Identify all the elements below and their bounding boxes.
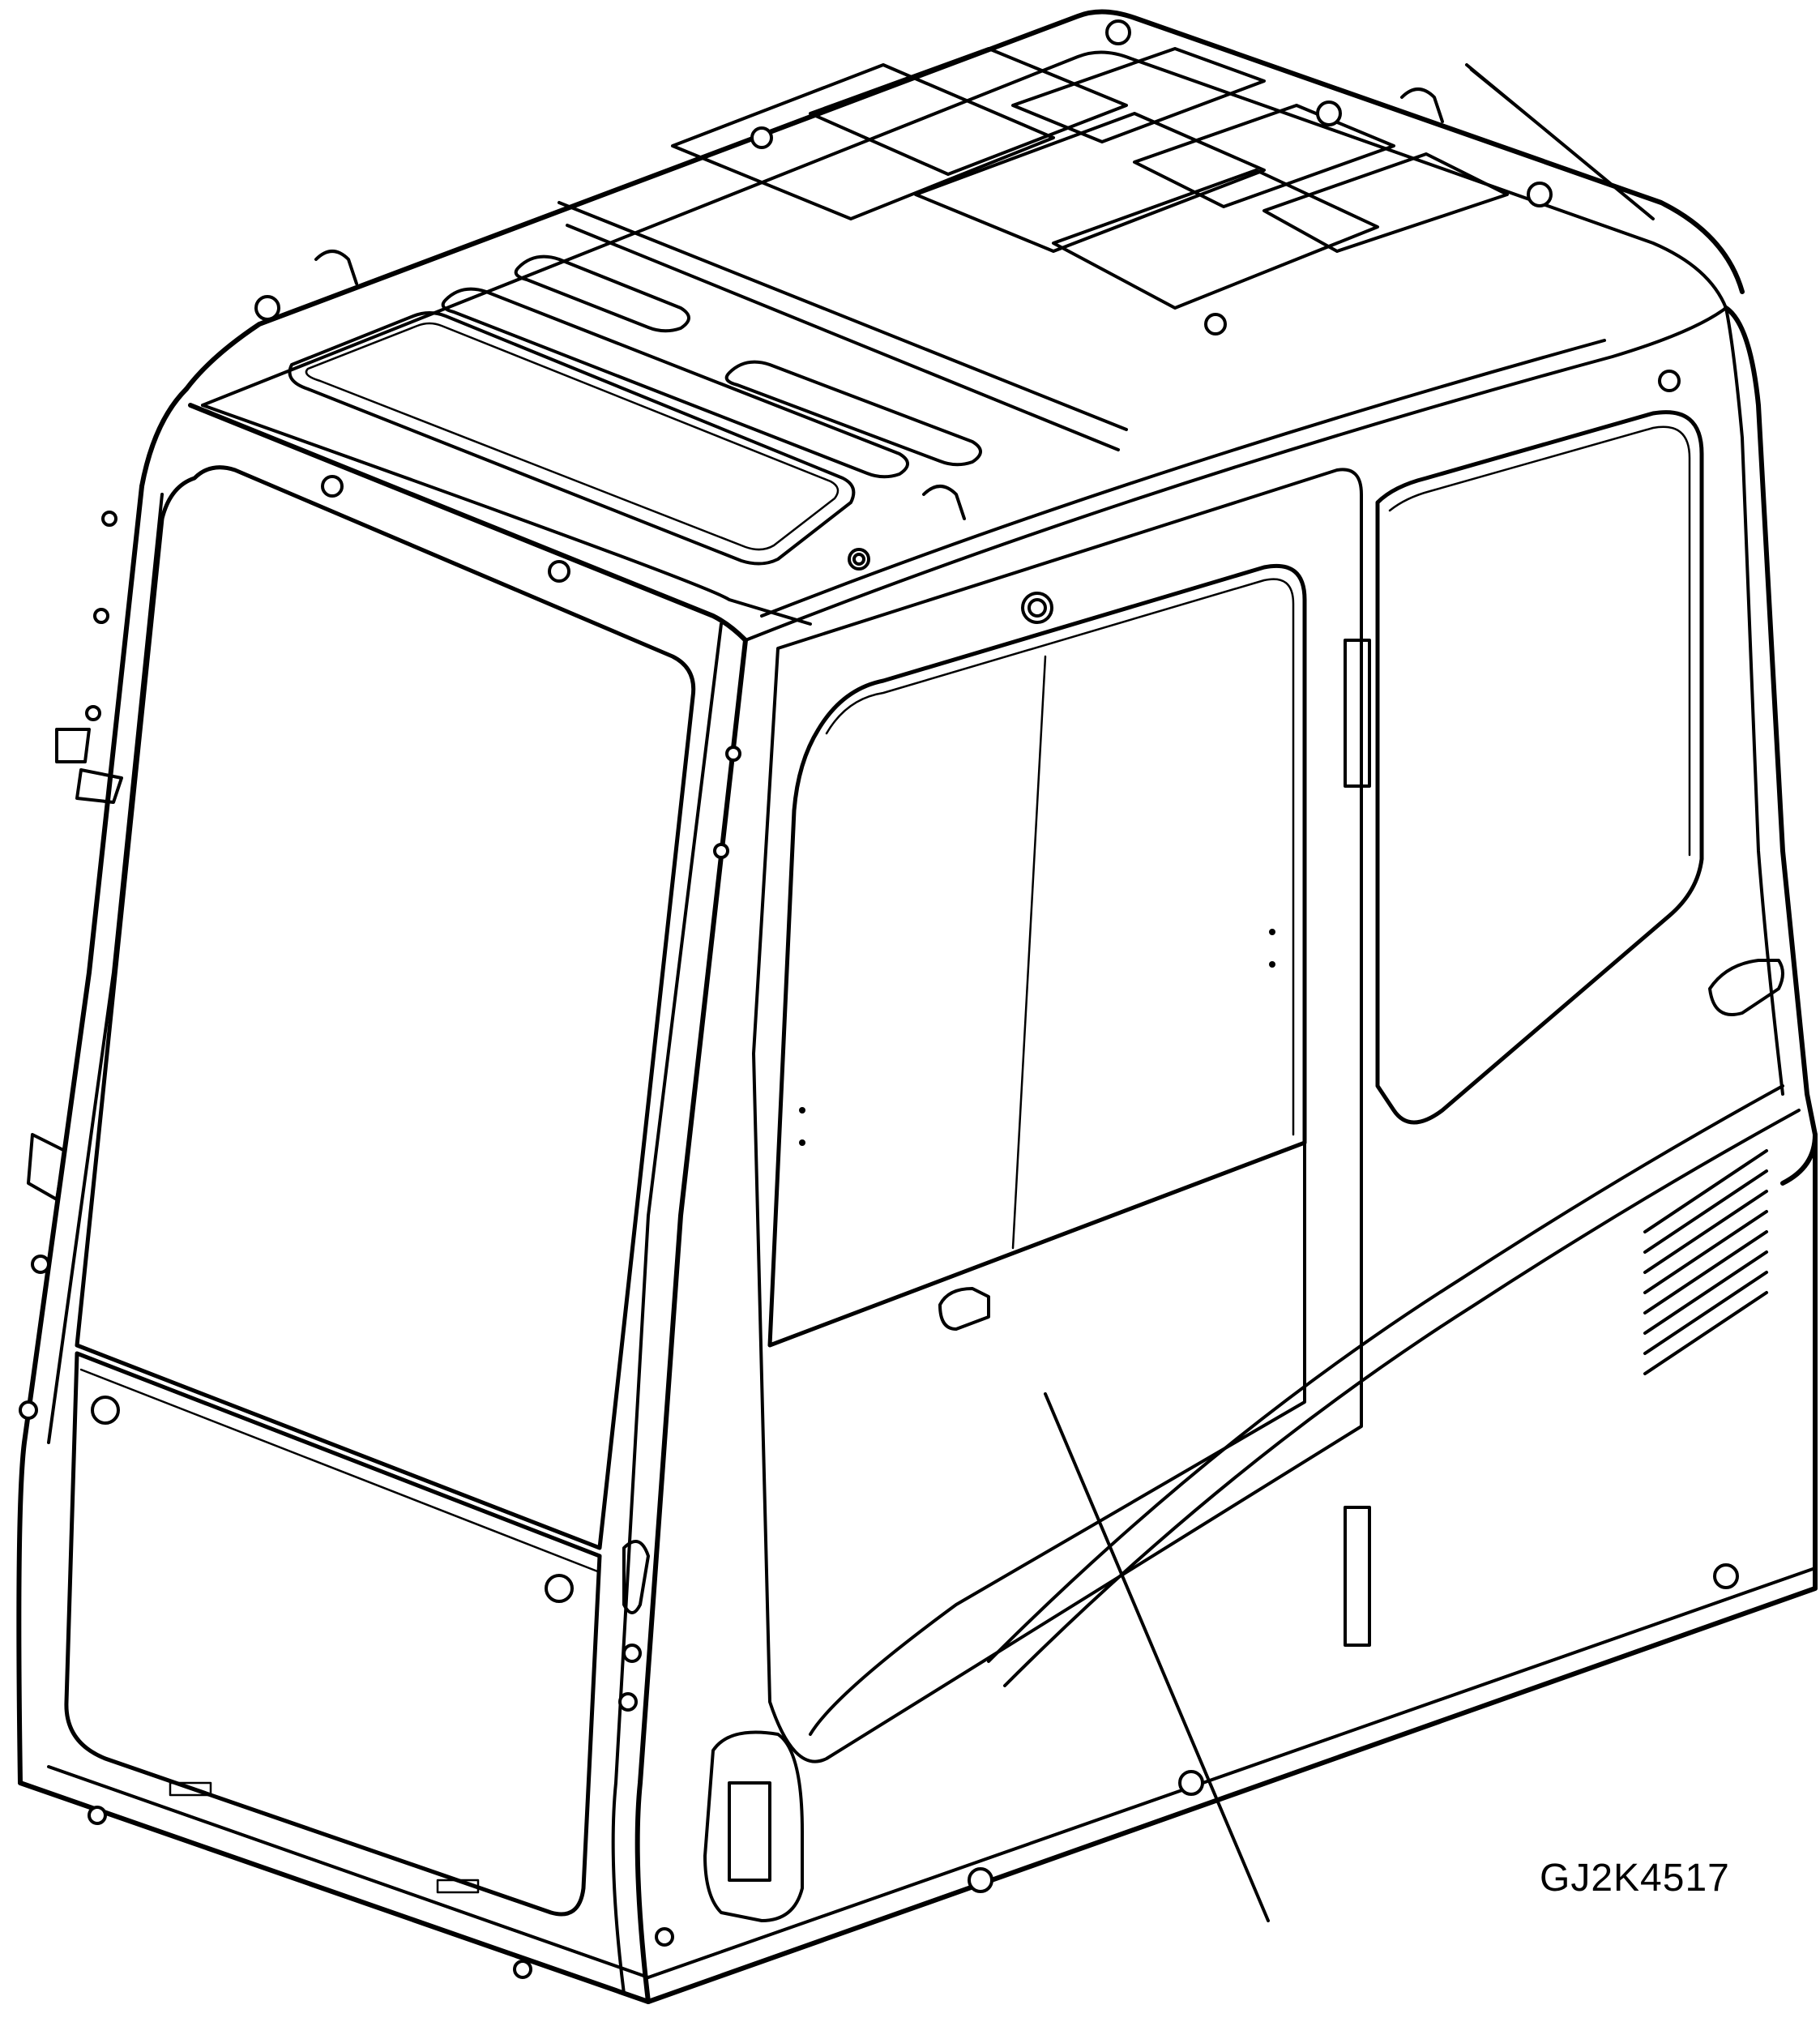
- side-face: [646, 306, 1818, 2004]
- windshield-lower: [64, 1351, 602, 1917]
- front-face: [16, 465, 748, 2004]
- windshield-upper: [75, 465, 696, 1550]
- vent-louvers: [1643, 1149, 1768, 1375]
- leader-line: [1044, 1392, 1270, 1922]
- roof: [139, 9, 1745, 643]
- rear-quarter-window: [1375, 410, 1704, 1125]
- door-window: [767, 563, 1307, 1348]
- figure-code: GJ2K4517: [1540, 1857, 1730, 1900]
